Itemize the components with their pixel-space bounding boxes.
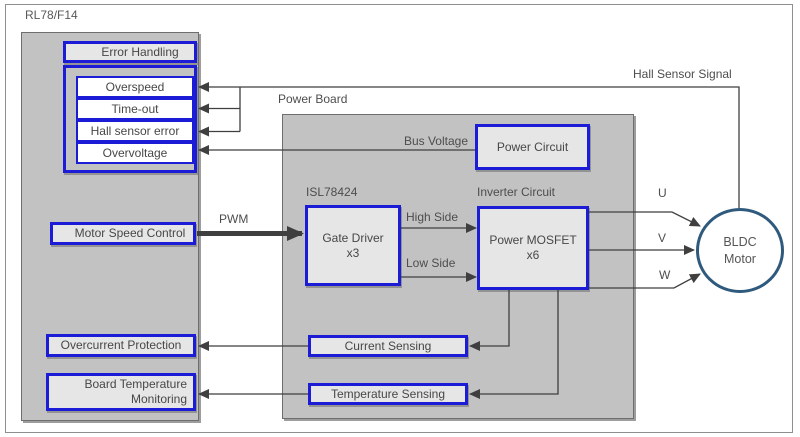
error-handling-block: Error Handling	[63, 41, 197, 63]
current-sensing-label: Current Sensing	[344, 338, 432, 353]
error-item-overvoltage: Overvoltage	[76, 142, 194, 164]
high-side-label: High Side	[406, 210, 459, 224]
error-item-overspeed: Overspeed	[76, 76, 194, 98]
gate-driver-count: x3	[346, 245, 360, 260]
temperature-sensing-block: Temperature Sensing	[308, 383, 468, 405]
gate-driver-label: Gate Driver	[322, 230, 384, 245]
mcu-title: RL78/F14	[25, 8, 78, 22]
board-temperature-line1: Board Temperature	[84, 377, 187, 391]
motor-label-line1: BLDC	[723, 235, 757, 250]
board-temperature-line2: Monitoring	[130, 392, 187, 406]
phase-v-label: V	[658, 231, 667, 245]
error-item-label: Overspeed	[105, 80, 165, 94]
error-item-label: Time-out	[111, 102, 159, 116]
bus-voltage-label: Bus Voltage	[403, 134, 468, 148]
gate-driver-block: Gate Driver x3	[305, 205, 401, 286]
error-list-block: Overspeed Time-out Hall sensor error Ove…	[63, 65, 197, 173]
power-circuit-label: Power Circuit	[496, 139, 569, 154]
overcurrent-protection-label: Overcurrent Protection	[60, 338, 182, 352]
power-mosfet-block: Power MOSFET x6	[477, 206, 589, 290]
temperature-sensing-label: Temperature Sensing	[330, 386, 446, 401]
power-mosfet-count: x6	[526, 248, 540, 262]
error-item-label: Overvoltage	[102, 146, 168, 160]
motor-speed-control-label: Motor Speed Control	[74, 226, 186, 240]
error-handling-label: Error Handling	[101, 44, 179, 59]
error-item-label: Hall sensor error	[90, 124, 180, 138]
power-board-label: Power Board	[278, 92, 348, 106]
current-sensing-block: Current Sensing	[308, 335, 468, 357]
inverter-circuit-label: Inverter Circuit	[477, 185, 556, 199]
phase-w-label: W	[659, 268, 671, 282]
isl-part-label: ISL78424	[306, 185, 358, 199]
low-side-label: Low Side	[406, 256, 456, 270]
board-temperature-monitoring-block: Board Temperature Monitoring	[46, 373, 196, 411]
bldc-motor-block: BLDC Motor	[696, 208, 784, 293]
hall-sensor-signal-label: Hall Sensor Signal	[633, 67, 732, 81]
pwm-label: PWM	[219, 212, 249, 226]
power-circuit-block: Power Circuit	[475, 124, 590, 170]
overcurrent-protection-block: Overcurrent Protection	[46, 334, 196, 357]
error-item-hall-sensor-error: Hall sensor error	[76, 120, 194, 142]
motor-label-line2: Motor	[724, 251, 756, 266]
power-mosfet-label: Power MOSFET	[489, 233, 577, 247]
phase-u-label: U	[658, 186, 667, 200]
motor-speed-control-block: Motor Speed Control	[50, 222, 196, 245]
error-item-timeout: Time-out	[76, 98, 194, 120]
